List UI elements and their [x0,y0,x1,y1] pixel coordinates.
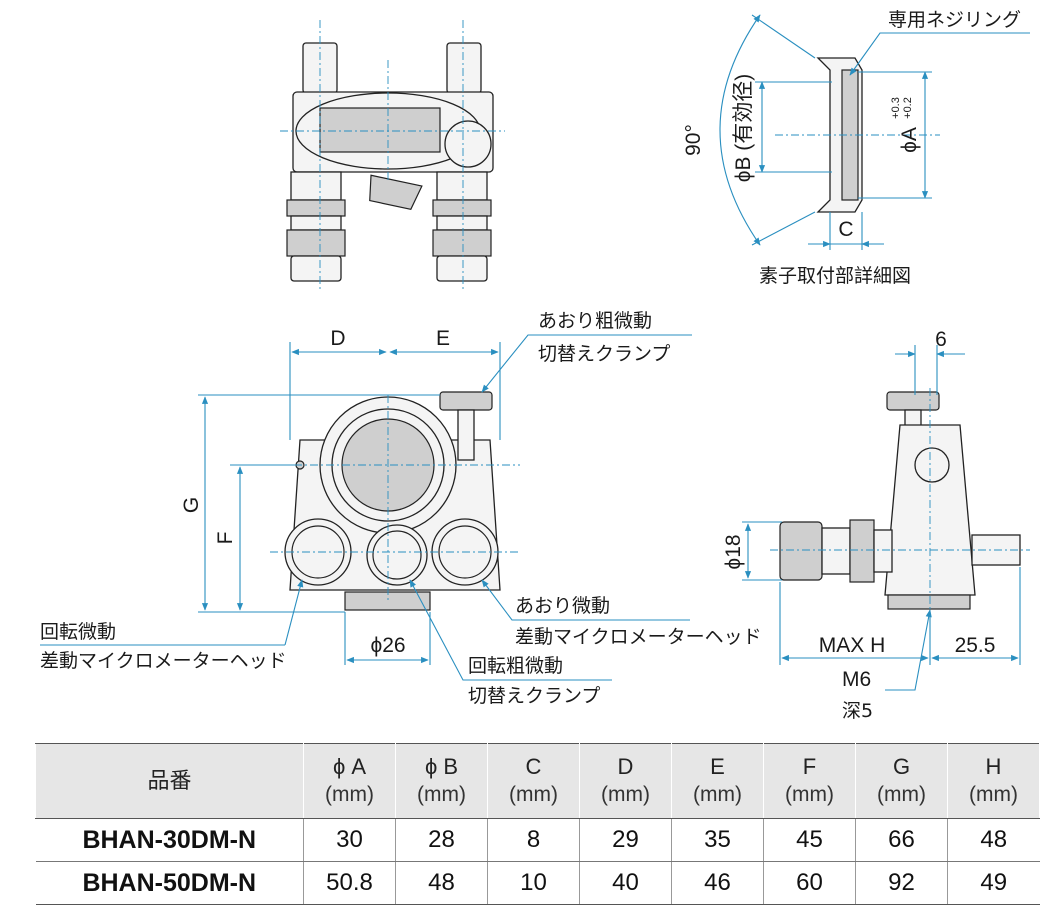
dim-m6-label: M6 [842,668,871,691]
cell-h: 48 [947,818,1040,862]
dim-b-label: ϕB (有効径) [732,74,755,183]
callout-tilt-coarse-line1: あおり粗微動 [538,310,652,332]
dim-phi26-label: ϕ26 [370,634,405,657]
dim-c-label: C [838,218,853,241]
cell-g: 66 [855,818,948,862]
cell-phi-b: 48 [395,861,488,905]
detail-view-drawing [719,14,1030,250]
cell-e: 46 [671,861,764,905]
dim-25-5-label: 25.5 [955,634,996,657]
cell-h: 49 [947,861,1040,905]
front-view-drawing [40,334,692,681]
dim-e-label: E [436,327,450,350]
angle-label: 90° [682,124,705,156]
spec-table-header-row: 品番 ϕ A(mm) ϕ B(mm) C(mm) D(mm) E(mm) F(m… [35,743,1040,819]
cell-f: 60 [763,861,856,905]
callout-rot-fine-line1: 回転微動 [40,621,116,643]
header-g: G(mm) [855,743,948,819]
cell-d: 29 [579,818,672,862]
cell-part-number: BHAN-30DM-N [35,818,304,862]
detail-view-title: 素子取付部詳細図 [759,265,911,287]
table-row: BHAN-50DM-N 50.8 48 10 40 46 60 92 49 [35,861,1040,905]
cell-part-number: BHAN-50DM-N [35,861,304,905]
dim-d-label: D [330,327,345,350]
dim-6-label: 6 [935,328,947,351]
callout-rot-coarse-line1: 回転粗微動 [468,655,563,677]
side-view-drawing [742,345,1030,691]
dim-a-label: ϕA [898,127,921,153]
cell-c: 8 [487,818,580,862]
dim-a-tol-upper: +0.3 [890,97,902,119]
callout-tilt-coarse-line2: 切替えクランプ [538,343,670,365]
cell-phi-a: 50.8 [303,861,396,905]
header-part-number: 品番 [35,743,304,819]
callout-rot-coarse-line2: 切替えクランプ [468,685,600,707]
header-c: C(mm) [487,743,580,819]
dim-g-label: G [180,497,203,513]
header-d: D(mm) [579,743,672,819]
dim-phi18-label: ϕ18 [722,534,745,569]
dim-a-tol-lower: +0.2 [902,97,914,119]
header-phi-b: ϕ B(mm) [395,743,488,819]
table-row: BHAN-30DM-N 30 28 8 29 35 45 66 48 [35,818,1040,862]
callout-tilt-fine-line2: 差動マイクロメーターヘッド [515,626,762,648]
ring-label: 専用ネジリング [888,9,1021,31]
cell-phi-a: 30 [303,818,396,862]
technical-drawing: 専用ネジリング 90° ϕB (有効径) ϕA +0.3 +0.2 C 素子取付… [40,9,1030,722]
dim-depth-label: 深5 [842,700,873,722]
header-h: H(mm) [947,743,1040,819]
cell-e: 35 [671,818,764,862]
cell-f: 45 [763,818,856,862]
cell-g: 92 [855,861,948,905]
cell-d: 40 [579,861,672,905]
cell-phi-b: 28 [395,818,488,862]
spec-table: 品番 ϕ A(mm) ϕ B(mm) C(mm) D(mm) E(mm) F(m… [35,743,1040,905]
dim-max-h-label: MAX H [819,634,886,657]
callout-tilt-fine-line1: あおり微動 [515,595,610,617]
cell-c: 10 [487,861,580,905]
header-f: F(mm) [763,743,856,819]
callout-rot-fine-line2: 差動マイクロメーターヘッド [40,650,287,672]
dim-f-label: F [214,532,237,545]
top-view-drawing [280,20,505,290]
header-e: E(mm) [671,743,764,819]
header-phi-a: ϕ A(mm) [303,743,396,819]
